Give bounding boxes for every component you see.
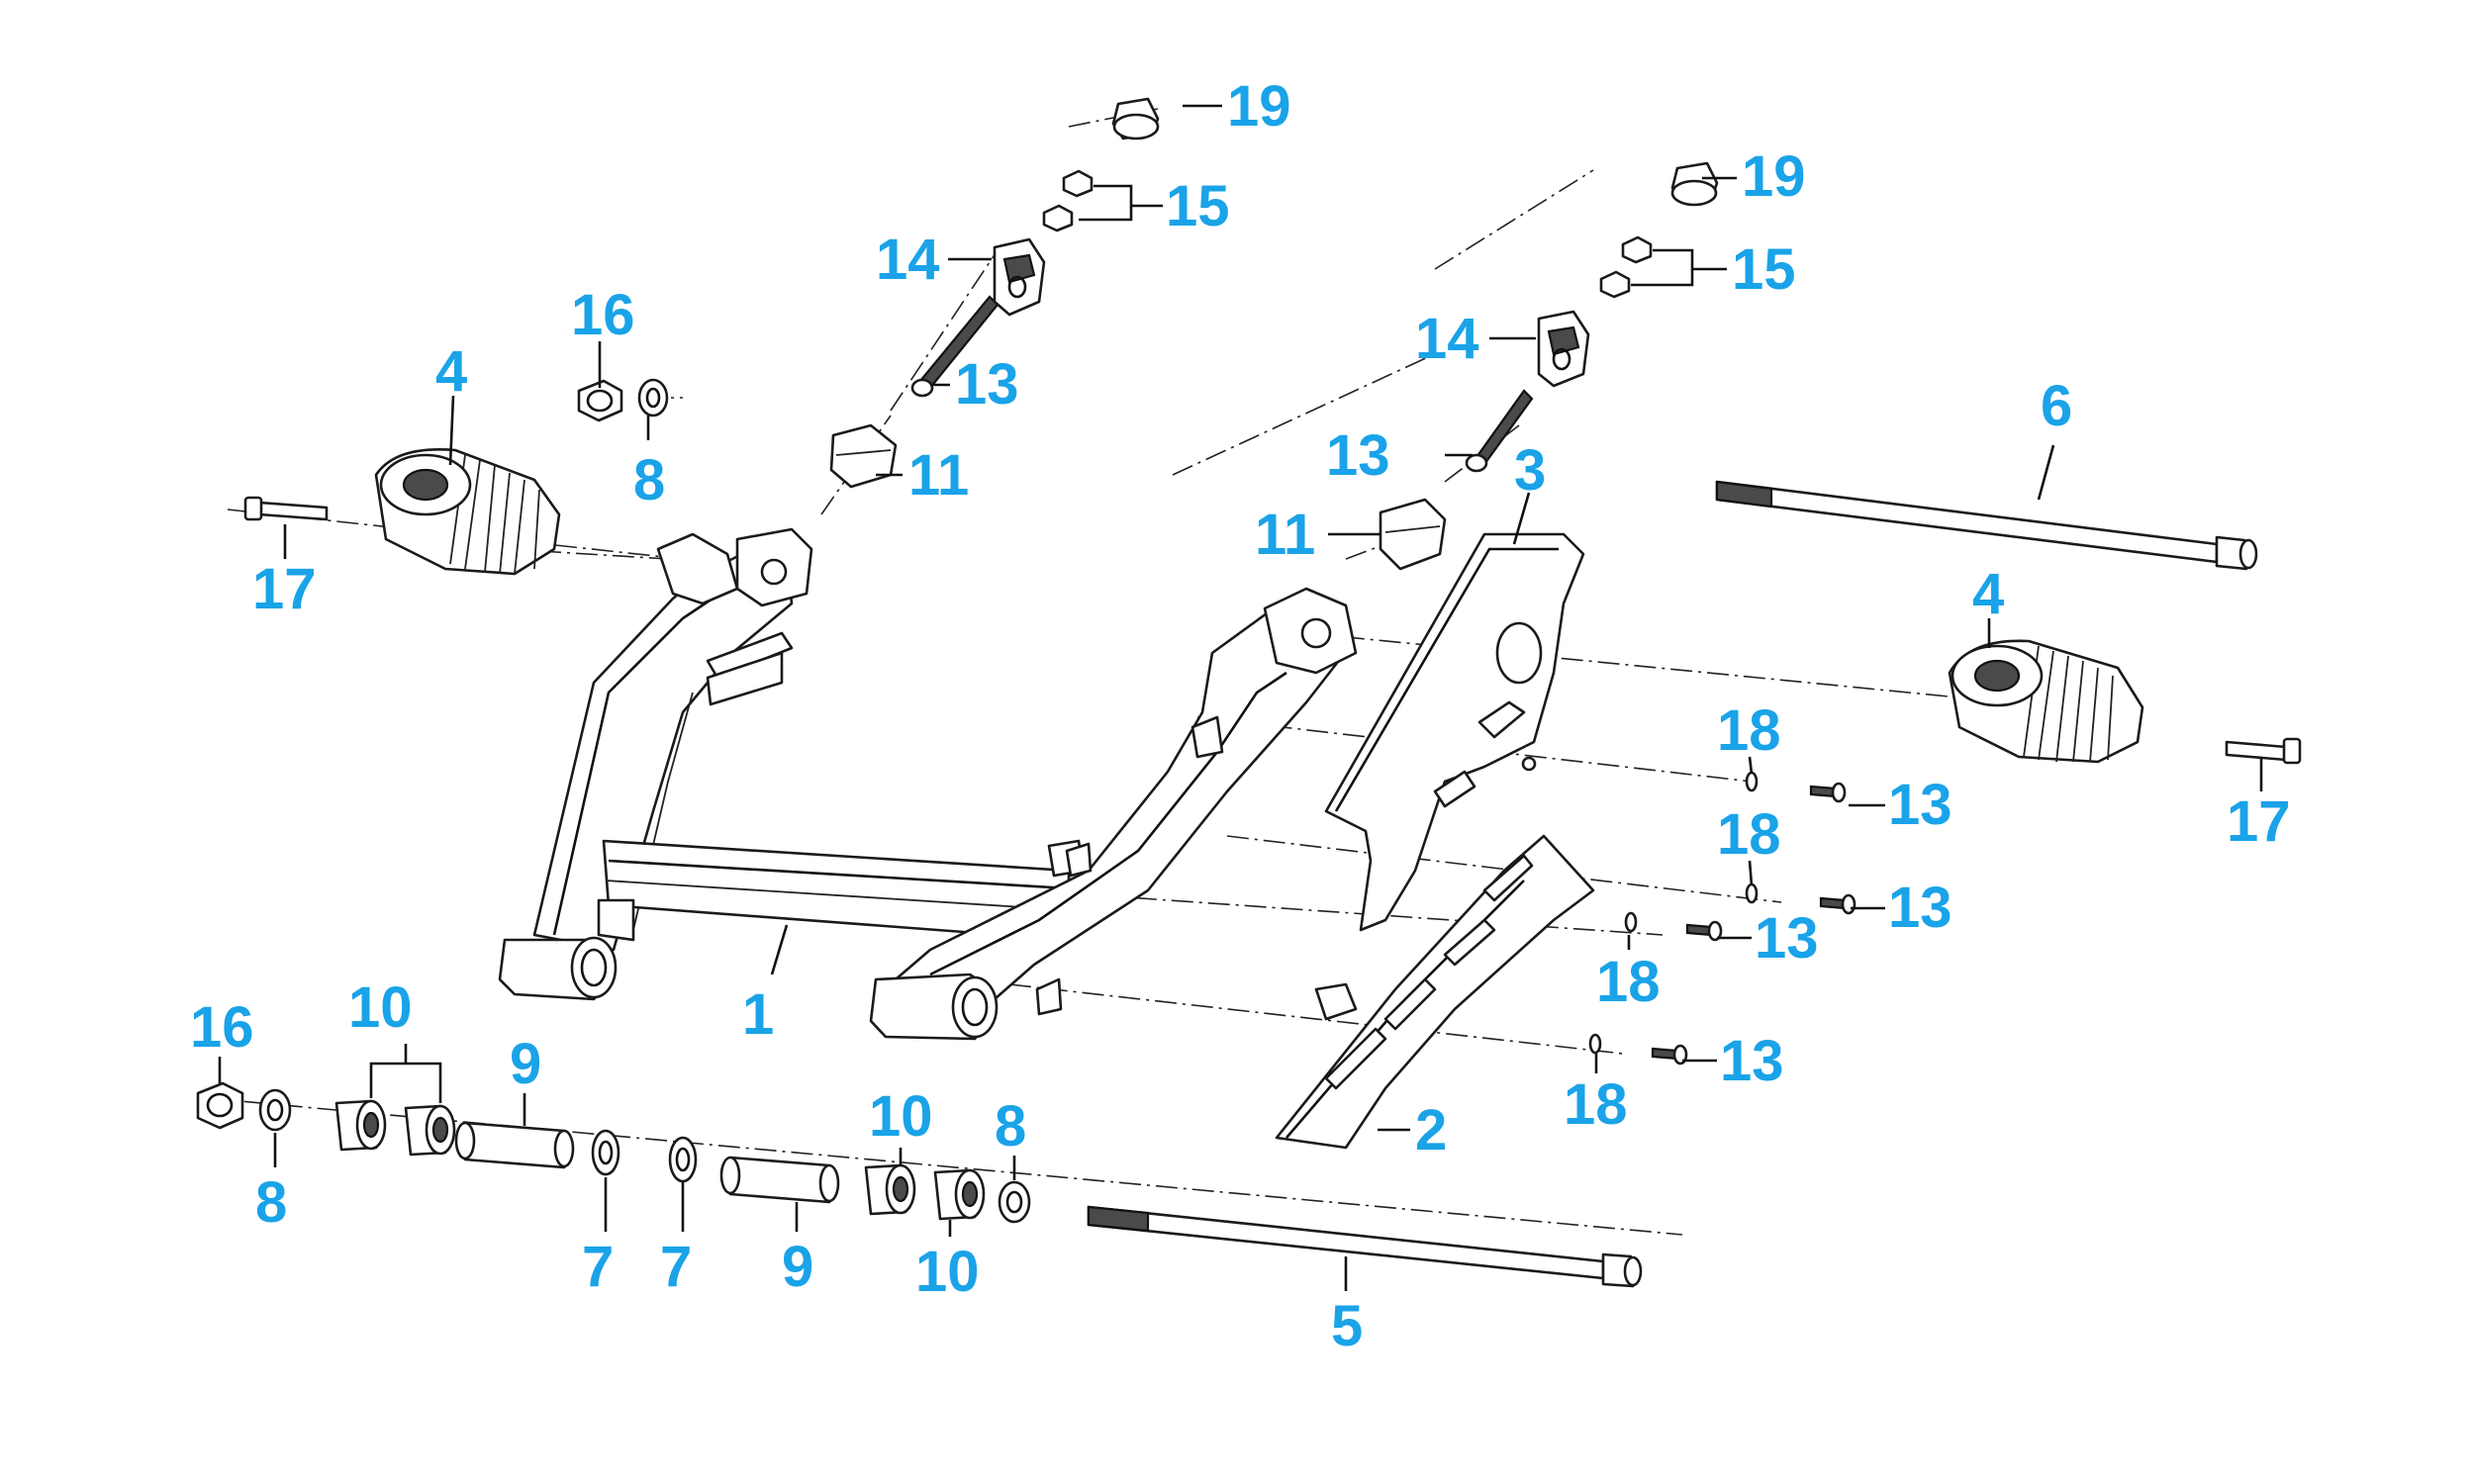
- callout-18-a: 18: [1717, 698, 1781, 763]
- pad-11-left: [829, 423, 898, 489]
- callout-labels: 19 19 15 15 14 14 13 13 11 11 16 8 4 4 6…: [190, 74, 2291, 1358]
- callout-13-a: 13: [1888, 773, 1952, 837]
- stud-13-right: [1465, 389, 1534, 473]
- callout-13-upper-right: 13: [1326, 423, 1390, 488]
- nut-16-lower: [196, 1081, 244, 1130]
- callout-13-c: 13: [1755, 906, 1819, 971]
- screw-13-b: [1819, 893, 1856, 915]
- pad-11-right: [1379, 498, 1447, 571]
- nut-16-upper: [577, 379, 623, 422]
- callout-9-left: 9: [510, 1032, 541, 1096]
- callout-9-right: 9: [782, 1235, 813, 1299]
- callout-8-left: 8: [255, 1170, 287, 1235]
- callout-8-upper: 8: [633, 448, 665, 512]
- lower-guard-plate: [1275, 834, 1595, 1150]
- callout-3: 3: [1514, 438, 1546, 503]
- callout-15-right: 15: [1732, 237, 1796, 302]
- callout-11-right: 11: [1255, 503, 1315, 567]
- callout-15-left: 15: [1166, 174, 1230, 238]
- bearing-10-a: [334, 1099, 387, 1152]
- bushing-8-upper: [637, 378, 669, 417]
- callout-14-right: 14: [1415, 307, 1479, 371]
- callout-2: 2: [1415, 1098, 1447, 1162]
- sleeve-9-b: [719, 1156, 840, 1204]
- bearing-10-d: [933, 1168, 986, 1221]
- washer-18-d: [1588, 1033, 1602, 1055]
- callout-10-right: 10: [915, 1240, 980, 1304]
- screw-13-d: [1651, 1044, 1688, 1066]
- callout-13-upper-left: 13: [955, 352, 1019, 417]
- upper-guard-plate: [1324, 532, 1585, 932]
- washer-18-a: [1745, 771, 1759, 792]
- screw-13-a: [1809, 782, 1847, 803]
- cap-19-left: [1111, 97, 1160, 140]
- bolt-17-right: [2225, 737, 2302, 765]
- callout-8-right: 8: [995, 1094, 1026, 1159]
- axle-bolt-5: [1087, 1205, 1643, 1288]
- washer-18-c: [1624, 911, 1638, 933]
- bushing-8-left: [258, 1088, 292, 1132]
- callout-16-lower: 16: [190, 995, 254, 1060]
- callout-7-right: 7: [660, 1235, 692, 1299]
- bearing-10-c: [864, 1163, 916, 1216]
- bolt-17-left: [243, 496, 329, 521]
- sleeve-9-a: [454, 1121, 575, 1169]
- spacer-7-a: [591, 1129, 620, 1176]
- callout-11-left: 11: [908, 443, 969, 508]
- mount-14-right: [1537, 310, 1590, 388]
- callout-10-left: 10: [348, 975, 413, 1040]
- callout-17-right: 17: [2227, 789, 2291, 854]
- callout-5: 5: [1331, 1294, 1363, 1358]
- washer-18-b: [1745, 882, 1759, 904]
- nut-15-left: [1042, 169, 1094, 232]
- bearing-10-b: [404, 1104, 456, 1157]
- callout-10-mid: 10: [869, 1084, 933, 1149]
- callout-19-right: 19: [1742, 144, 1806, 209]
- callout-7-left: 7: [582, 1235, 614, 1299]
- callout-17-left: 17: [252, 557, 317, 621]
- rubber-damper-right: [1948, 639, 2144, 764]
- callout-18-b: 18: [1717, 802, 1781, 867]
- callout-19-left: 19: [1227, 74, 1291, 139]
- callout-6: 6: [2041, 374, 2072, 438]
- swing-arm-frame: [498, 527, 1358, 1041]
- callout-13-d: 13: [1720, 1029, 1784, 1093]
- callout-1: 1: [742, 982, 774, 1047]
- screw-13-c: [1685, 920, 1723, 942]
- callout-14-left: 14: [876, 228, 940, 292]
- spacer-7-b: [668, 1136, 698, 1183]
- callout-16-upper: 16: [571, 283, 635, 347]
- callout-4-right: 4: [1972, 562, 2004, 626]
- cap-19-right: [1670, 161, 1719, 207]
- bushing-8-right: [998, 1180, 1031, 1224]
- nut-15-right: [1599, 235, 1653, 299]
- rubber-damper-left: [374, 448, 561, 576]
- axle-bolt-6: [1715, 480, 2258, 571]
- callout-18-c: 18: [1596, 950, 1661, 1014]
- callout-4-left: 4: [435, 339, 467, 404]
- callout-13-b: 13: [1888, 876, 1952, 940]
- callout-18-d: 18: [1564, 1072, 1628, 1137]
- mount-14-left: [993, 237, 1046, 317]
- leader-lines: [218, 104, 2263, 1291]
